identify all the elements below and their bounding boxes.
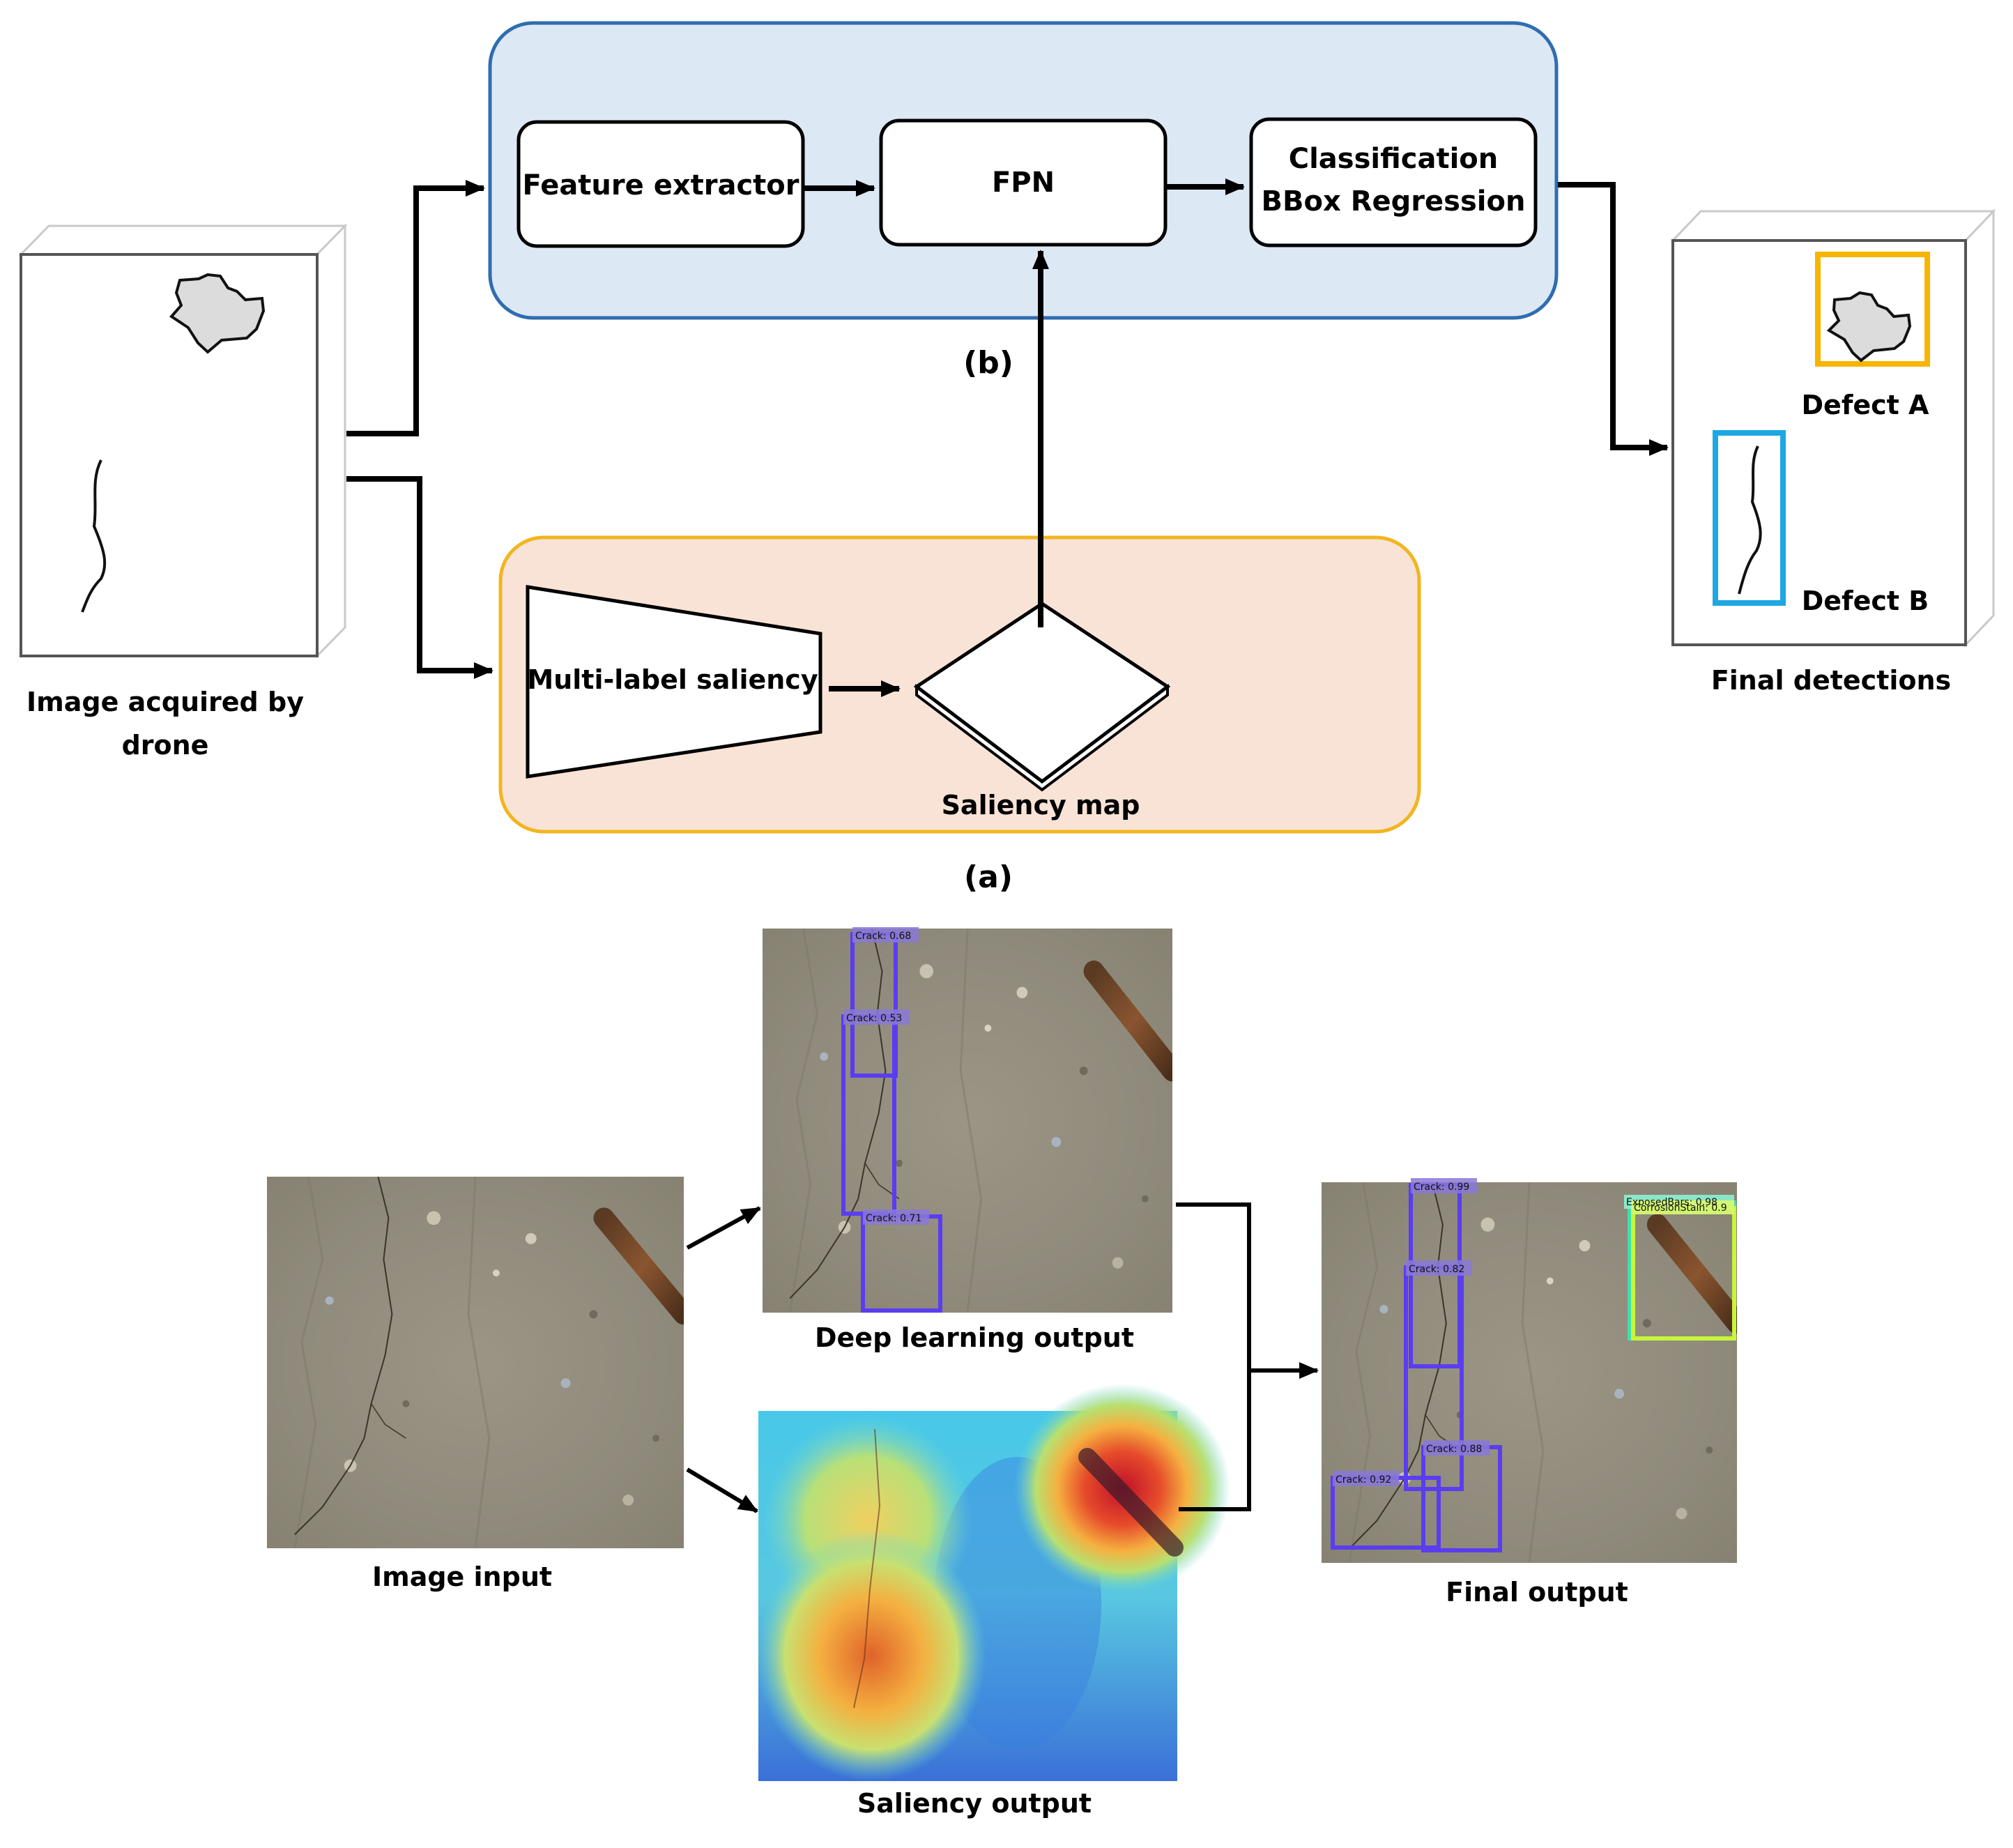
fpn-label: FPN [992,167,1055,199]
input-caption-line2: drone [122,730,209,761]
bottom-arrows [686,1202,1319,1513]
defect-b-box [1713,430,1786,606]
dl-det-label-1: Crack: 0.68 [855,931,911,942]
input-image-page [18,223,348,659]
saliency-network-label: Multi-label saliency [527,664,818,695]
final-det-label-bars: ExposedBars: 0.98 [1626,1197,1717,1208]
feature-extractor-label: Feature extractor [522,169,799,201]
final-det-label-2: Crack: 0.82 [1409,1264,1464,1275]
crack-defect-icon [81,459,107,613]
blob-defect-icon [169,273,266,354]
saliency-map-diamond [913,602,1171,792]
module-b-label: (b) [963,345,1013,381]
head-label-line2: BBox Regression [1262,185,1526,217]
input-caption-line1: Image acquired by [26,687,304,717]
defect-a-label: Defect A [1802,390,1930,420]
output-page [1670,208,1996,648]
dl-det-label-2: Crack: 0.53 [846,1013,902,1024]
module-a-label: (a) [964,860,1013,895]
defect-b-label: Defect B [1802,586,1929,616]
final-output-caption: Final output [1446,1577,1628,1608]
output-caption: Final detections [1711,665,1951,696]
saliency-map-label: Saliency map [942,790,1140,820]
fpn-block [879,119,1168,247]
dl-output-photo: Crack: 0.68 Crack: 0.53 Crack: 0.71 [763,927,1172,1313]
final-det-label-4: Crack: 0.92 [1335,1474,1391,1486]
detection-head-block [1249,117,1538,247]
defect-a-box [1815,252,1930,367]
top-arrows [346,178,1669,697]
dl-det-label-3: Crack: 0.71 [866,1213,921,1224]
image-input-caption: Image input [372,1561,552,1592]
final-output-photo: Crack: 0.99 Crack: 0.82 Crack: 0.88 Crac… [1322,1178,1737,1563]
dl-output-caption: Deep learning output [815,1322,1134,1353]
saliency-output-heatmap [756,1384,1230,1781]
final-det-label-1: Crack: 0.99 [1414,1182,1469,1193]
detected-crack-icon [1738,445,1762,595]
saliency-network-trapezoid [526,585,822,779]
final-det-label-stain: CorrosionStain: 0.9 [1634,1202,1727,1214]
saliency-output-caption: Saliency output [857,1788,1092,1819]
detected-blob-icon [1826,291,1912,362]
final-det-label-3: Crack: 0.88 [1426,1444,1482,1455]
head-label-line1: Classification [1289,143,1499,175]
image-input-photo [267,1177,684,1548]
feature-extractor-block [516,120,805,248]
